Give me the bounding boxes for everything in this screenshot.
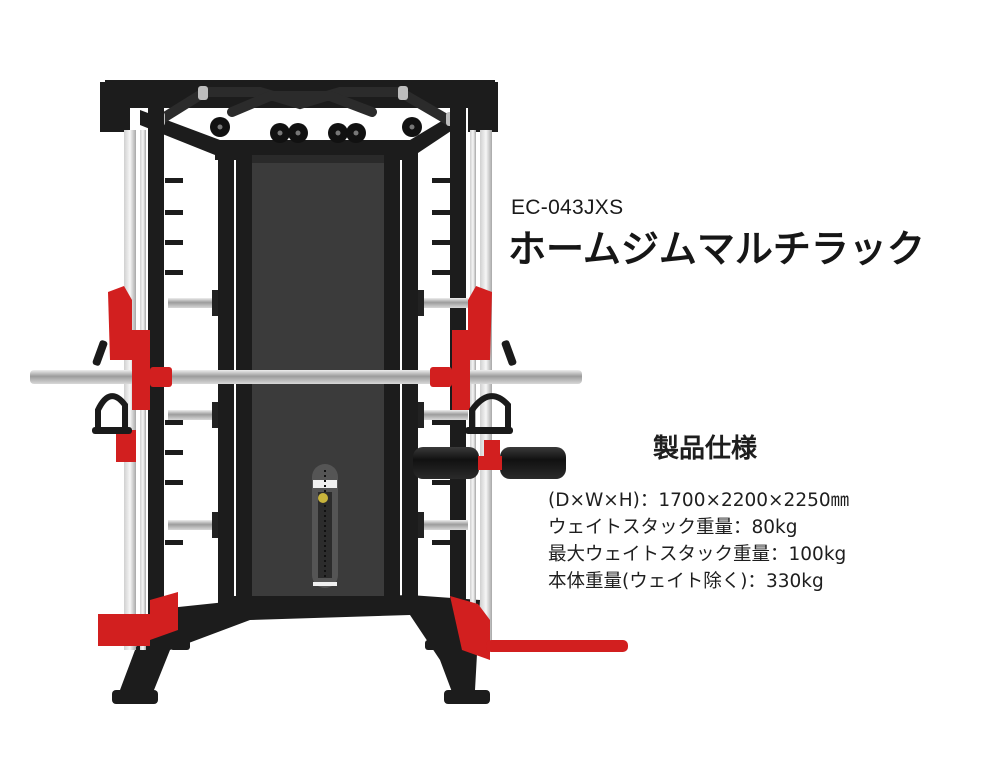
product-name: ホームジムマルチラック: [508, 227, 925, 271]
spec-body-weight: 本体重量(ウェイト除く)：330kg: [548, 568, 849, 595]
red-carriages: [108, 286, 500, 468]
spec-label: 本体重量(ウェイト除く)：: [548, 571, 766, 592]
spec-weight-stack: ウェイトスタック重量：80kg: [548, 514, 849, 541]
model-number: EC-043JXS: [511, 196, 624, 219]
spec-max-weight-stack: 最大ウェイトスタック重量：100kg: [548, 541, 849, 568]
specifications-list: (D×W×H)：1700×2200×2250㎜ ウェイトスタック重量：80kg …: [548, 487, 849, 595]
spec-value: 330kg: [765, 571, 824, 592]
spec-label: ウェイトスタック重量：: [548, 517, 752, 538]
spec-dimensions: (D×W×H)：1700×2200×2250㎜: [548, 487, 849, 514]
top-pulleys: [210, 117, 422, 143]
plate-horns: [168, 290, 468, 538]
red-safety-arms: [98, 592, 628, 660]
smith-barbell: [30, 370, 582, 384]
specifications-heading: 製品仕様: [653, 434, 758, 464]
spec-label: 最大ウェイトスタック重量：: [548, 544, 789, 565]
base-frame: [112, 595, 490, 704]
spec-label: (D×W×H)：: [548, 490, 659, 511]
cable-handles: [95, 393, 511, 430]
weight-stack-window: [312, 464, 338, 588]
spec-value: 80kg: [751, 517, 798, 538]
spec-value: 1700×2200×2250㎜: [658, 490, 850, 511]
spec-value: 100kg: [788, 544, 847, 565]
leg-roller-pads: [413, 447, 566, 479]
